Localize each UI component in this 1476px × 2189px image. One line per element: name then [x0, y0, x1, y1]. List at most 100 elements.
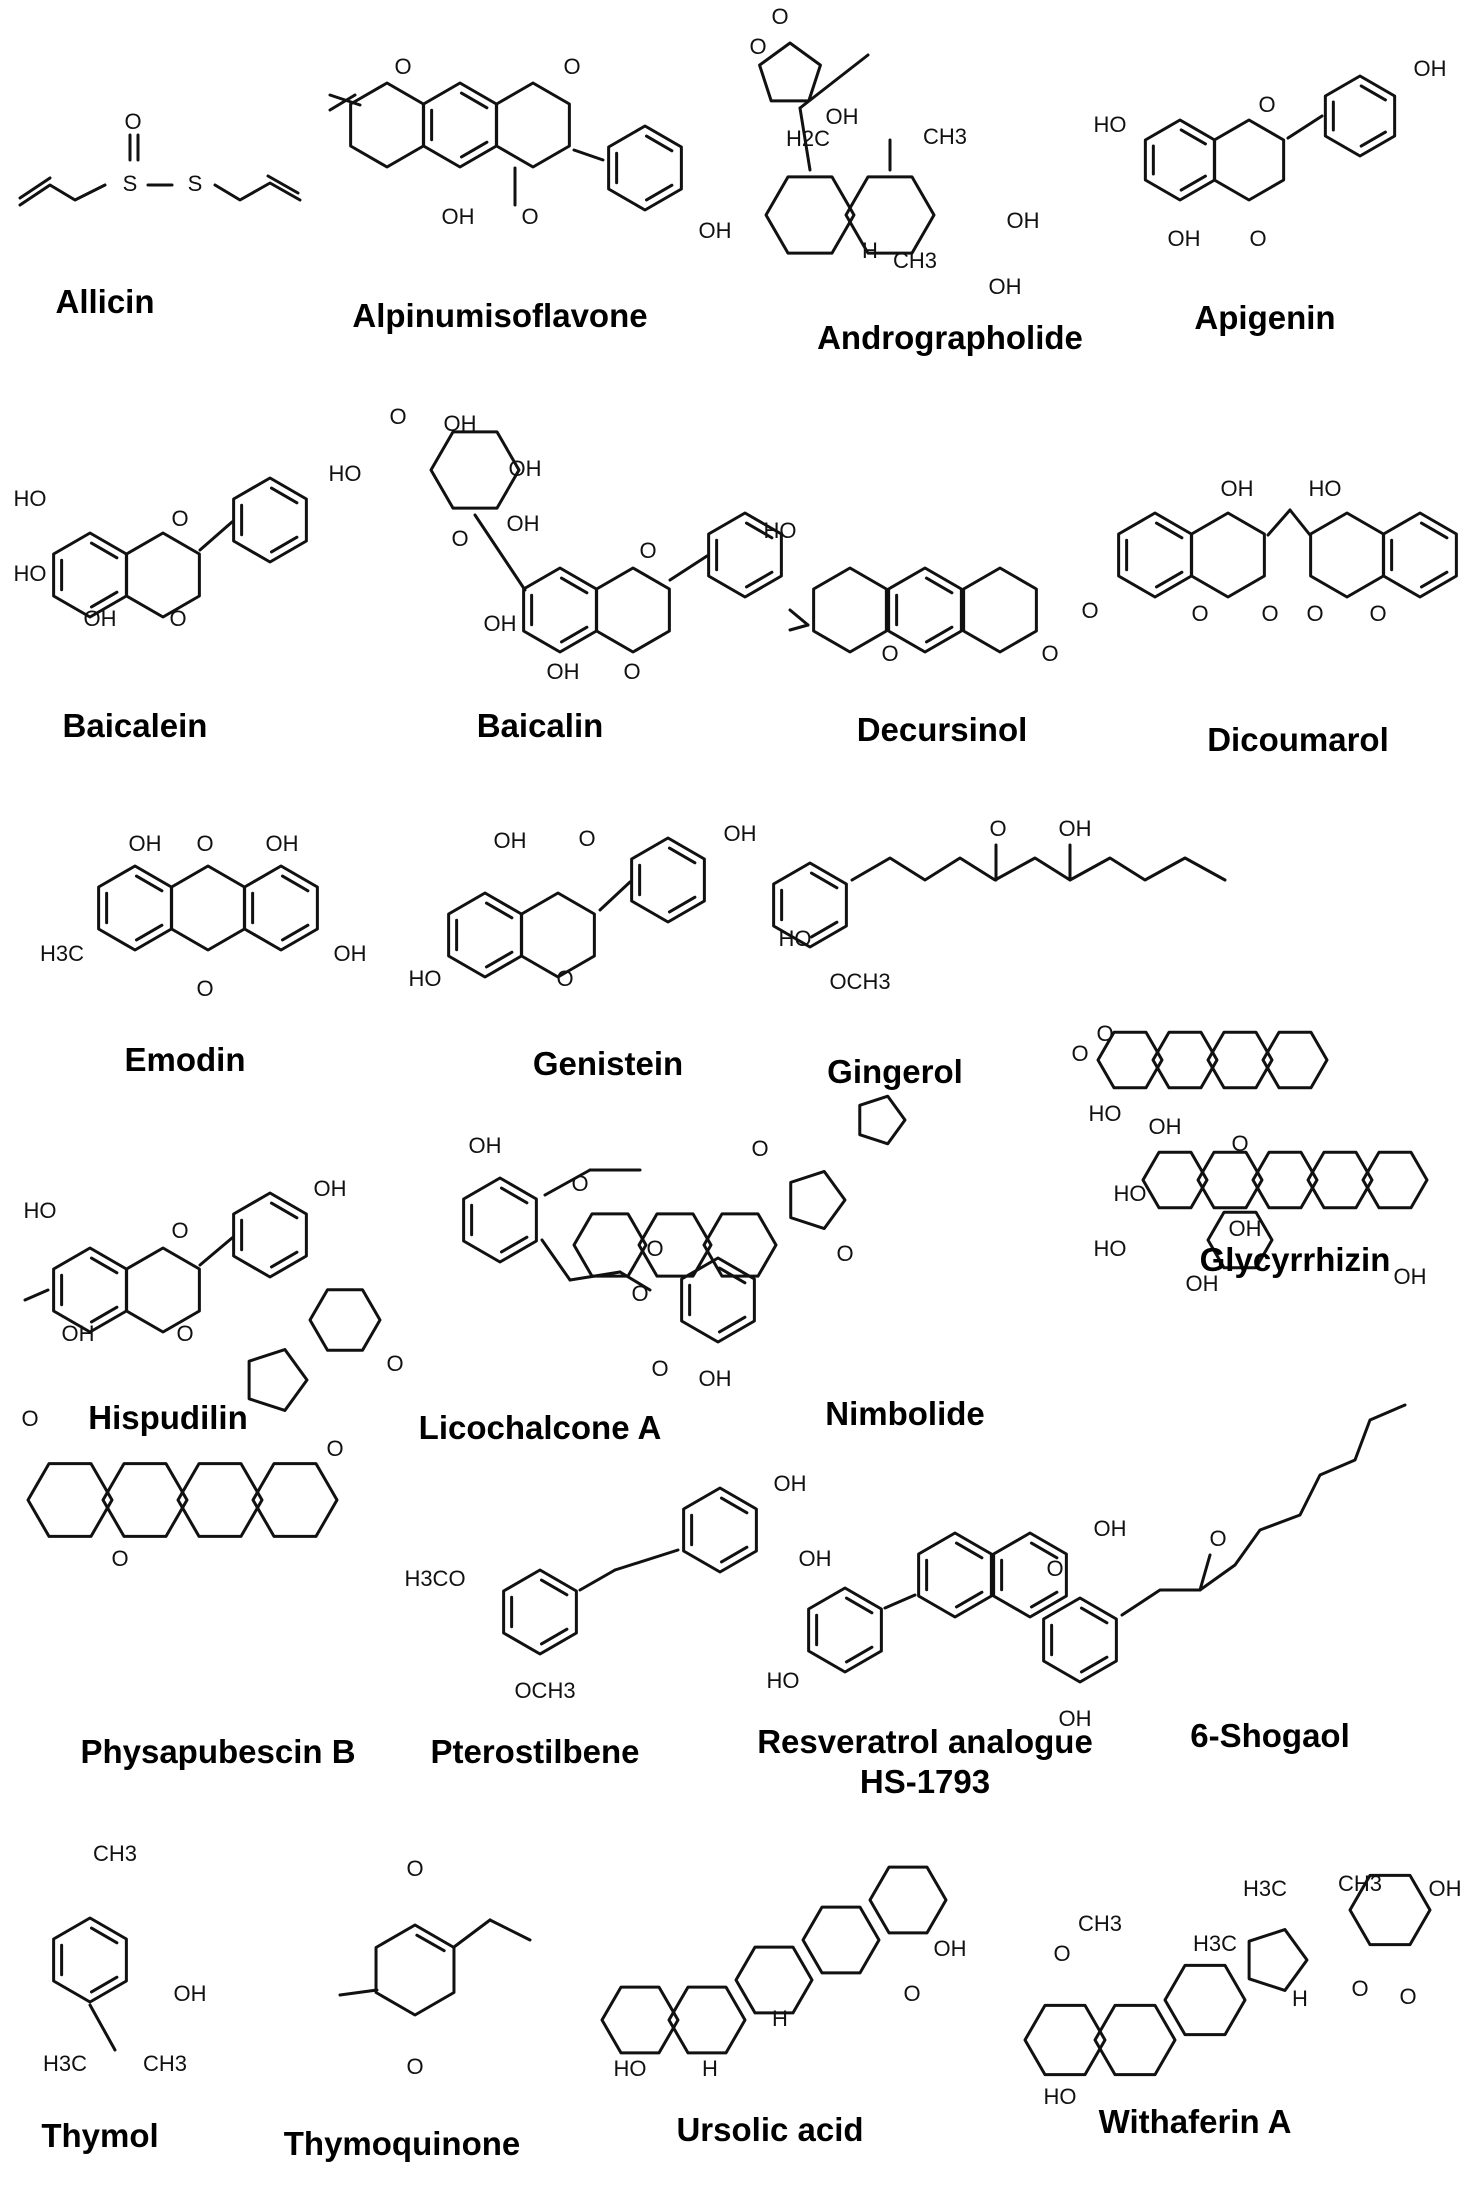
atom-label-ho: HO — [1089, 1101, 1122, 1126]
bond — [1079, 1606, 1109, 1625]
atom-label-h3c: H3C — [1193, 1931, 1237, 1956]
atom-label-o: O — [394, 54, 411, 79]
bond — [719, 1545, 749, 1564]
atom-label-oh: OH — [1221, 476, 1254, 501]
ring — [595, 566, 671, 654]
ring — [1206, 1030, 1274, 1090]
label-nimbolide: Nimbolide — [825, 1395, 985, 1432]
atom-label-oh: OH — [509, 456, 542, 481]
bond — [1154, 570, 1184, 589]
bond — [1419, 570, 1449, 589]
aromatic-ring — [232, 1191, 308, 1279]
atom-label-o: O — [386, 1351, 403, 1376]
atom-label-oh: OH — [62, 1321, 95, 1346]
atom-label-oh: OH — [1429, 1876, 1462, 1901]
label-glycyrrhizin: Glycyrrhizin — [1199, 1241, 1391, 1278]
bond — [1359, 130, 1387, 148]
bond — [540, 1238, 572, 1282]
bond — [134, 874, 164, 893]
bond — [744, 570, 774, 589]
atom-label-o: O — [989, 816, 1006, 841]
label-baicalin: Baicalin — [476, 707, 604, 744]
atom-label-o: O — [563, 54, 580, 79]
atom-label-o: O — [1046, 1556, 1063, 1581]
bond — [543, 1168, 592, 1197]
atom-label-oh: OH — [507, 511, 540, 536]
atom-label-oh: OH — [724, 821, 757, 846]
bond — [1029, 1541, 1059, 1560]
bond — [954, 1590, 984, 1609]
bond — [1266, 508, 1292, 537]
atom-label-oh: OH — [1059, 816, 1092, 841]
atom-label-oh: OH — [1414, 56, 1447, 81]
atom-label-o: O — [1081, 598, 1098, 623]
atom-label-ho: HO — [764, 518, 797, 543]
bond — [18, 176, 52, 200]
atom-label-o: O — [169, 606, 186, 631]
atom-label-ho: HO — [409, 966, 442, 991]
atom-label-oh: OH — [1394, 1264, 1427, 1289]
label-thymol: Thymol — [41, 2117, 159, 2154]
atom-label-oh: OH — [1168, 226, 1201, 251]
bond — [578, 1568, 617, 1592]
atom-label-o: O — [836, 1241, 853, 1266]
atom-label-o: O — [1209, 1526, 1226, 1551]
atom-label-h: H — [862, 238, 878, 263]
atom-label-och3: OCH3 — [514, 1678, 575, 1703]
bond — [954, 1541, 984, 1560]
atom-label-oh: OH — [494, 828, 527, 853]
bond — [488, 1918, 532, 1942]
bond — [850, 856, 1227, 882]
atom-label-o: O — [903, 1981, 920, 2006]
bond — [924, 625, 954, 644]
atom-label-o: O — [521, 204, 538, 229]
atom-label-ch3: CH3 — [1078, 1911, 1122, 1936]
ring — [758, 41, 822, 103]
atom-label-ho: HO — [1309, 476, 1342, 501]
atom-label-oh: OH — [1007, 208, 1040, 233]
ring — [349, 81, 425, 169]
label-emodin: Emodin — [124, 1041, 246, 1078]
label-decursinol: Decursinol — [856, 711, 1028, 748]
atom-label-o: O — [176, 1321, 193, 1346]
bond — [1286, 114, 1324, 140]
atom-label-h2c: H2C — [786, 126, 830, 151]
bond — [667, 895, 697, 914]
atom-label-o: O — [389, 404, 406, 429]
atom-label-ho: HO — [14, 486, 47, 511]
aromatic-ring — [1143, 118, 1217, 202]
atom-label-h3c: H3C — [1243, 1876, 1287, 1901]
ring — [962, 566, 1038, 654]
ring — [1251, 1150, 1319, 1210]
bond — [598, 880, 632, 912]
atom-label-o: O — [1351, 1976, 1368, 2001]
ring — [101, 1462, 189, 1538]
bond — [539, 1578, 569, 1597]
bond — [499, 1235, 529, 1254]
label-ursolic-acid: Ursolic acid — [676, 2111, 864, 2148]
atom-label-oh: OH — [826, 104, 859, 129]
atom-label-oh: OH — [547, 659, 580, 684]
atom-label-oh: OH — [699, 218, 732, 243]
atom-label-oh: OH — [799, 1546, 832, 1571]
atom-label-o: O — [881, 641, 898, 666]
atom-label-och3: OCH3 — [829, 969, 890, 994]
aromatic-ring — [772, 861, 848, 949]
bond — [1079, 1655, 1109, 1674]
atom-label-ch3: CH3 — [1338, 1871, 1382, 1896]
bond — [644, 183, 674, 202]
aromatic-ring — [707, 511, 783, 599]
ring — [1361, 1150, 1429, 1210]
atom-label-ho: HO — [779, 926, 812, 951]
atom-label-h3c: H3C — [43, 2051, 87, 2076]
atom-label-oh: OH — [934, 1936, 967, 1961]
aromatic-ring — [1042, 1596, 1118, 1684]
bond — [459, 140, 489, 159]
aromatic-ring — [232, 476, 308, 564]
bond — [644, 134, 674, 153]
aromatic-ring — [1382, 511, 1458, 599]
label-resveratrol-analogue: Resveratrol analogue — [757, 1723, 1093, 1760]
label-dicoumarol: Dicoumarol — [1207, 721, 1389, 758]
ring — [1093, 2003, 1177, 2077]
